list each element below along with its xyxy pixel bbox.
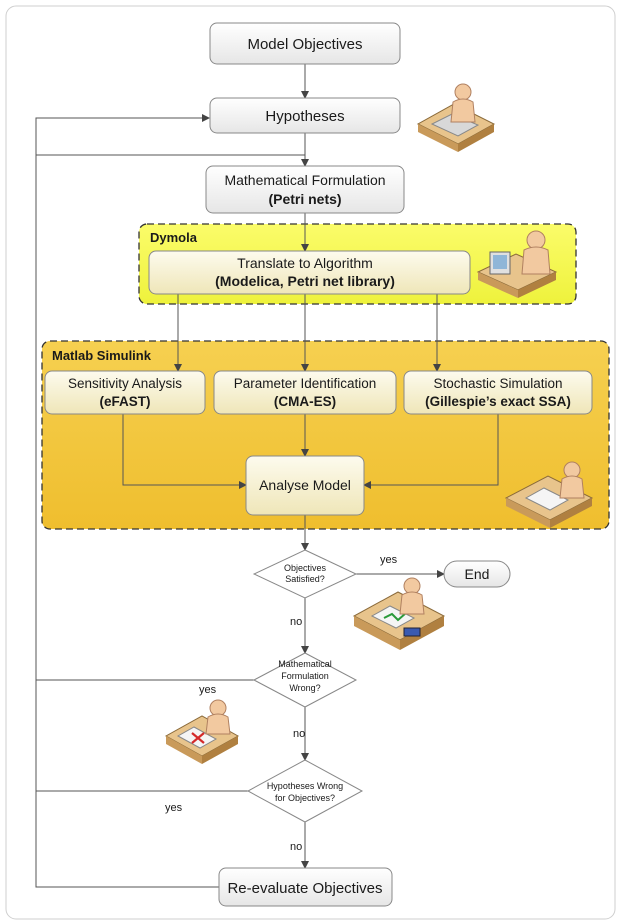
decision-hypotheses-wrong: Hypotheses Wrong for Objectives?	[246, 759, 364, 823]
translate-line1: Translate to Algorithm	[237, 255, 373, 271]
parameter-line1: Parameter Identification	[234, 376, 377, 391]
edge-label-yes-hyp: yes	[165, 802, 183, 814]
model-objectives-text: Model Objectives	[247, 36, 362, 53]
person-desk-icon	[504, 461, 594, 528]
outer-frame	[5, 5, 616, 920]
edge-label-no-3: no	[290, 841, 302, 853]
reevaluate-text: Re-evaluate Objectives	[227, 880, 382, 897]
decision-math-wrong: Mathematical Formulation Wrong?	[252, 652, 358, 708]
person-drafting-icon	[416, 83, 496, 152]
decision-objectives-satisfied: Objectives Satisfied?	[252, 549, 358, 599]
stochastic-line1: Stochastic Simulation	[433, 376, 562, 391]
decision2-line1: Mathematical	[278, 659, 332, 669]
stochastic-box: Stochastic Simulation (Gillespie’s exact…	[403, 370, 593, 415]
parameter-line2: (CMA-ES)	[274, 394, 336, 409]
person-computer-icon	[476, 230, 558, 298]
hypotheses-text: Hypotheses	[265, 108, 344, 125]
hypotheses-box: Hypotheses	[209, 97, 401, 134]
sensitivity-line2: (eFAST)	[99, 394, 150, 409]
edge-label-yes-end: yes	[380, 554, 398, 566]
decision1-line1: Objectives	[284, 563, 327, 573]
reevaluate-box: Re-evaluate Objectives	[218, 867, 393, 907]
math-formulation-box: Mathematical Formulation (Petri nets)	[205, 165, 405, 214]
end-terminal: End	[443, 560, 511, 588]
decision2-line2: Formulation	[281, 671, 329, 681]
sensitivity-box: Sensitivity Analysis (eFAST)	[44, 370, 206, 415]
translate-box: Translate to Algorithm (Modelica, Petri …	[148, 250, 471, 295]
edge-label-no-1: no	[290, 616, 302, 628]
parameter-box: Parameter Identification (CMA-ES)	[213, 370, 397, 415]
translate-line2: (Modelica, Petri net library)	[215, 273, 395, 289]
analyse-model-box: Analyse Model	[245, 455, 365, 516]
decision2-line3: Wrong?	[289, 683, 320, 693]
analyse-model-text: Analyse Model	[259, 477, 351, 493]
stochastic-line2: (Gillespie’s exact SSA)	[425, 394, 571, 409]
connectors	[35, 64, 499, 888]
math-formulation-line1: Mathematical Formulation	[224, 172, 385, 188]
decision3-line1: Hypotheses Wrong	[267, 781, 343, 791]
math-formulation-line2: (Petri nets)	[268, 191, 341, 207]
sensitivity-line1: Sensitivity Analysis	[68, 376, 182, 391]
edge-label-no-2: no	[293, 728, 305, 740]
model-objectives-box: Model Objectives	[209, 22, 401, 65]
dymola-label: Dymola	[150, 230, 198, 245]
matlab-label: Matlab Simulink	[52, 348, 152, 363]
end-text: End	[465, 566, 490, 582]
edge-label-yes-math: yes	[199, 684, 217, 696]
decision1-line2: Satisfied?	[285, 574, 325, 584]
person-reject-icon	[164, 699, 240, 764]
decision3-line2: for Objectives?	[275, 793, 335, 803]
person-chart-icon	[352, 577, 446, 650]
